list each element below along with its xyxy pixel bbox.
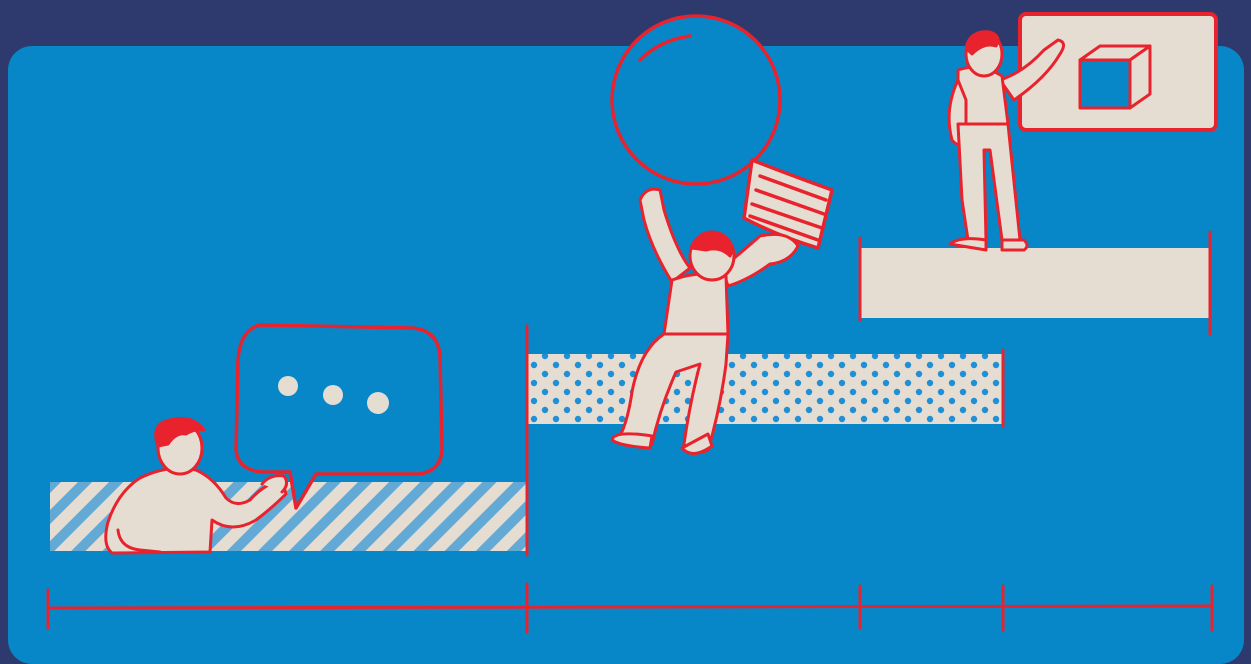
step-3-bar bbox=[860, 248, 1210, 318]
cube-board-icon bbox=[1020, 14, 1216, 130]
step-2-bar bbox=[527, 354, 1003, 424]
